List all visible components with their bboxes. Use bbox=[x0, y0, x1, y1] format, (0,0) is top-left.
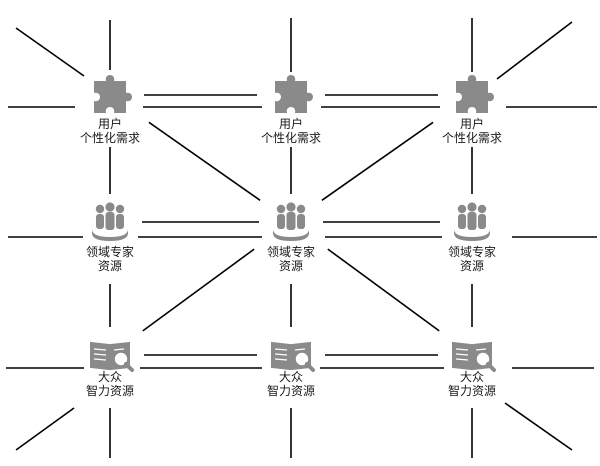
people-group-icon bbox=[454, 202, 490, 241]
network-stub-line bbox=[15, 27, 85, 77]
puzzle-icon bbox=[456, 75, 494, 113]
people-group-icon bbox=[273, 202, 309, 241]
label-expert-3: 领域专家资源 bbox=[447, 245, 496, 273]
edge-user-needs-3-expert-2 bbox=[321, 121, 434, 201]
edge-crowd-3-expert-2 bbox=[327, 248, 440, 332]
label-user-needs-1: 用户个性化需求 bbox=[79, 117, 140, 145]
edge-crowd-1-expert-2 bbox=[142, 248, 255, 332]
network-stub-line bbox=[504, 402, 573, 451]
book-magnifier-icon bbox=[451, 341, 496, 372]
label-crowd-3: 大众智力资源 bbox=[447, 370, 496, 398]
network-stub-line bbox=[15, 407, 75, 451]
label-user-needs-2: 用户个性化需求 bbox=[260, 117, 321, 145]
people-group-icon bbox=[92, 202, 128, 241]
book-magnifier-icon bbox=[89, 341, 134, 372]
label-expert-2: 领域专家资源 bbox=[266, 245, 315, 273]
label-crowd-1: 大众智力资源 bbox=[85, 370, 134, 398]
edge-user-needs-1-expert-2 bbox=[148, 121, 261, 201]
puzzle-icon bbox=[275, 75, 313, 113]
label-crowd-2: 大众智力资源 bbox=[266, 370, 315, 398]
book-magnifier-icon bbox=[270, 341, 315, 372]
label-expert-1: 领域专家资源 bbox=[85, 245, 134, 273]
puzzle-icon bbox=[94, 75, 132, 113]
network-stub-line bbox=[496, 21, 573, 80]
label-user-needs-3: 用户个性化需求 bbox=[441, 117, 502, 145]
